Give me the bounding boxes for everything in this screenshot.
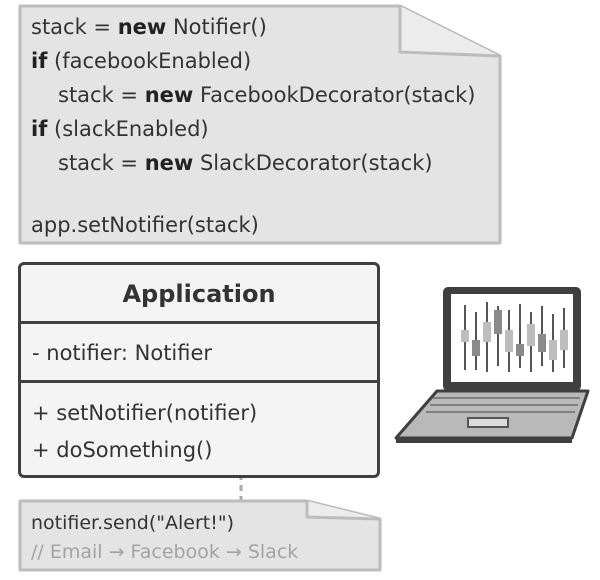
touchpad: [467, 417, 509, 428]
code-note: stack = new Notifier() if (facebookEnabl…: [31, 10, 475, 242]
keyboard-keys: [426, 397, 580, 413]
method-note-code: notifier.send("Alert!"): [31, 512, 234, 534]
laptop-icon: [394, 287, 590, 443]
code-line-3: stack = new FacebookDecorator(stack): [58, 83, 476, 107]
uml-methods: + setNotifier(notifier) + doSomething(): [21, 383, 377, 469]
code-line-5: stack = new SlackDecorator(stack): [58, 151, 433, 175]
code-line-2: if (facebookEnabled): [31, 49, 252, 73]
uml-method-do-something: + doSomething(): [32, 438, 213, 462]
uml-method-set-notifier: + setNotifier(notifier): [32, 401, 258, 425]
method-note-comment: // Email → Facebook → Slack: [31, 541, 299, 563]
uml-field-label: - notifier: Notifier: [32, 341, 213, 365]
uml-class-name: Application: [21, 265, 377, 324]
candlestick-bodies: [461, 310, 568, 360]
method-note: notifier.send("Alert!") // Email → Faceb…: [31, 509, 298, 567]
uml-field-notifier: - notifier: Notifier: [21, 324, 377, 383]
method-note-box: [18, 499, 382, 572]
code-line-4: if (slackEnabled): [31, 117, 209, 141]
uml-class-application: Application - notifier: Notifier + setNo…: [18, 262, 380, 478]
code-line-blank: [31, 180, 475, 208]
code-note-box: [18, 4, 502, 245]
code-line-1: stack = new Notifier(): [31, 15, 267, 39]
code-line-6: app.setNotifier(stack): [31, 213, 259, 237]
